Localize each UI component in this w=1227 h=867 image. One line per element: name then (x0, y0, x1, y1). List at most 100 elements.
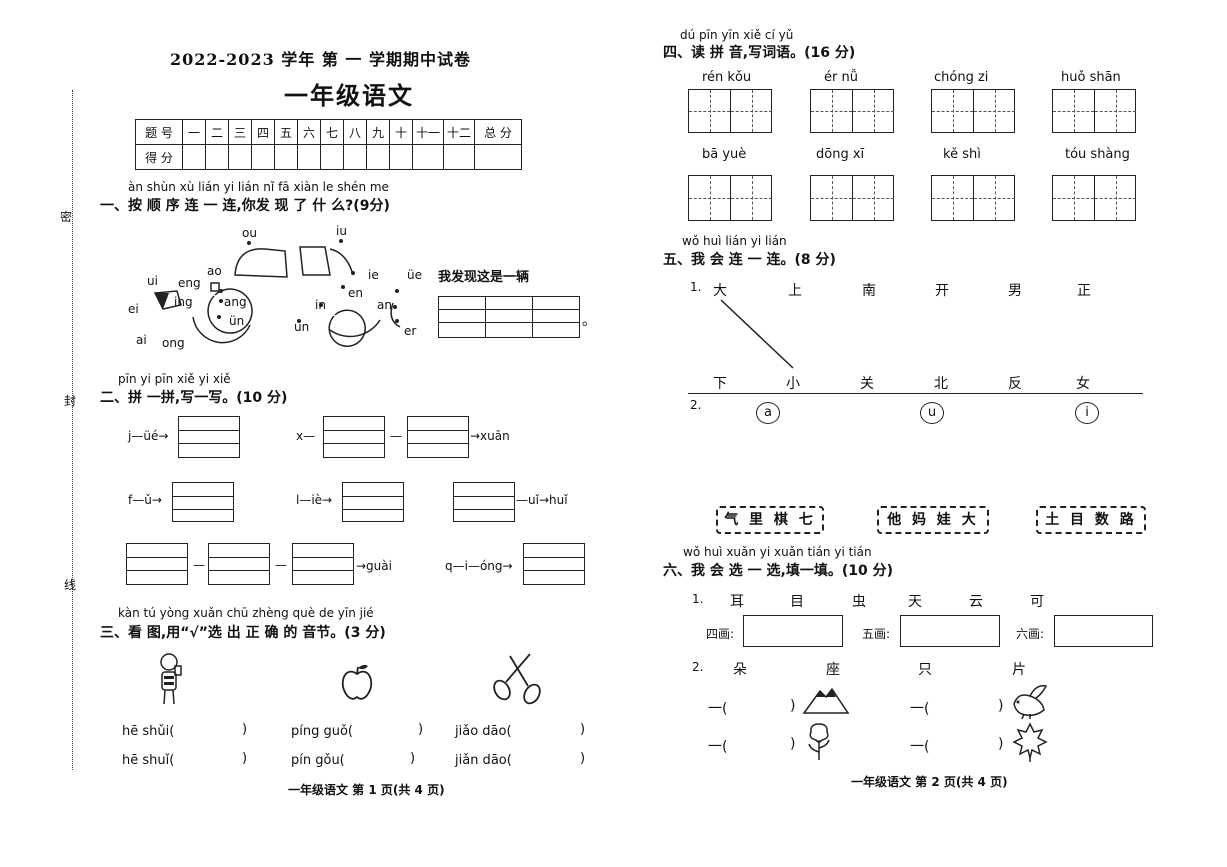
q6-answer-box-4[interactable] (743, 615, 843, 647)
q4-word-keshi: kě shì (943, 147, 981, 162)
q2-item-qiong: q—i—óng→ (445, 559, 513, 573)
q1-label-er: er (404, 324, 417, 338)
q3-close: ) (242, 722, 248, 737)
q6-blank-open: 一( (910, 701, 930, 717)
wheel-left (207, 288, 253, 334)
tianzige-box[interactable] (1052, 175, 1136, 221)
q4-word-toushang: tóu shàng (1065, 147, 1130, 162)
q1-label-ue: üe (407, 268, 422, 282)
tianzige-box[interactable] (688, 89, 772, 133)
q5-bottom-char: 小 (786, 376, 800, 392)
tianzige-box[interactable] (688, 175, 772, 221)
q6-char: 可 (1030, 594, 1044, 610)
tianzige-box[interactable] (931, 175, 1015, 221)
q2-write-box[interactable] (178, 416, 240, 458)
drinking-person-image (160, 653, 182, 705)
q6-measure-char: 朵 (733, 662, 747, 678)
q5-top-char: 上 (788, 283, 802, 299)
score-cell[interactable] (205, 144, 229, 170)
score-header: 十 (389, 119, 413, 145)
q1-label-in: in (315, 298, 326, 312)
q6-answer-box-6[interactable] (1054, 615, 1153, 647)
tianzige-box[interactable] (931, 89, 1015, 133)
tianzige-box[interactable] (810, 175, 894, 221)
q6-answer-box-5[interactable] (900, 615, 1000, 647)
subject-title: 一年级语文 (284, 81, 414, 110)
q2-write-box[interactable] (208, 543, 270, 585)
wheel-arc-right (329, 319, 381, 338)
score-cell[interactable] (443, 144, 475, 170)
q6-stroke-label-4: 四画: (706, 627, 735, 641)
q6-pinyin: wǒ huì xuǎn yi xuǎn tián yi tián (683, 545, 872, 559)
score-cell[interactable] (297, 144, 321, 170)
q4-title: 四、读 拼 音,写词语。(16 分) (663, 45, 856, 61)
score-header: 六 (297, 119, 321, 145)
q1-answer-prompt: 我发现这是一辆 (438, 270, 530, 285)
score-cell[interactable] (182, 144, 206, 170)
q2-write-box[interactable] (292, 543, 354, 585)
q2-write-box[interactable] (126, 543, 188, 585)
side-xian: 线 (64, 578, 77, 592)
q6-blank-close: ) (998, 698, 1004, 714)
score-cell[interactable] (474, 144, 522, 170)
q1-label-ai: ai (136, 333, 147, 347)
score-header: 七 (320, 119, 344, 145)
score-cell[interactable] (412, 144, 444, 170)
score-cell[interactable] (274, 144, 298, 170)
q5-bottom-char: 关 (860, 376, 874, 392)
q5-top-char: 南 (862, 283, 876, 299)
q4-word-huoshan: huǒ shān (1061, 70, 1121, 85)
q1-label-eng: eng (178, 276, 201, 290)
q1-label-ong: ong (162, 336, 185, 350)
q2-write-box[interactable] (453, 482, 515, 522)
score-cell[interactable] (228, 144, 252, 170)
q4-word-dongxi: dōng xī (816, 147, 865, 162)
q2-write-box[interactable] (323, 416, 385, 458)
q3-close: ) (242, 751, 248, 766)
q1-answer-grid[interactable] (438, 296, 580, 338)
tianzige-box[interactable] (1052, 89, 1136, 133)
q5-word-box-2: 他 妈 娃 大 (877, 506, 989, 534)
car-window-right (299, 246, 331, 276)
q5-divider (688, 393, 1143, 394)
q2-dash: — (193, 558, 205, 572)
score-row-label: 得 分 (135, 144, 183, 170)
q2-write-box[interactable] (342, 482, 404, 522)
score-cell[interactable] (389, 144, 413, 170)
q2-write-box[interactable] (172, 482, 234, 522)
tianzige-box[interactable] (810, 89, 894, 133)
q2-write-box[interactable] (407, 416, 469, 458)
q1-label-iu: iu (336, 224, 347, 238)
q6-char: 云 (969, 594, 983, 610)
bird-image (1013, 684, 1048, 720)
q5-bottom-char: 北 (934, 376, 948, 392)
car-front-fill (155, 293, 169, 309)
wheel-arc-left (192, 316, 251, 344)
score-cell[interactable] (343, 144, 367, 170)
q1-label-ing: ing (174, 295, 193, 309)
q5-pinyin: wǒ huì lián yi lián (682, 234, 787, 248)
q1-label-ie: ie (368, 268, 379, 282)
q5-bottom-char: 女 (1076, 376, 1090, 392)
q3-close: ) (418, 722, 424, 737)
score-cell[interactable] (320, 144, 344, 170)
q1-label-ui: ui (147, 274, 158, 288)
q2-item-guai: →guài (356, 559, 392, 573)
car-roof (329, 248, 354, 276)
q6-stroke-label-5: 五画: (862, 627, 891, 641)
q5-number-2: 2. (690, 398, 702, 412)
q1-pinyin: àn shùn xù lián yi lián nǐ fā xiàn le sh… (128, 180, 389, 194)
score-cell[interactable] (251, 144, 275, 170)
q2-write-box[interactable] (523, 543, 585, 585)
q6-blank-close: ) (790, 698, 796, 714)
q1-label-en: en (348, 286, 363, 300)
score-cell[interactable] (366, 144, 390, 170)
score-header: 十二 (443, 119, 475, 145)
q4-word-ernu: ér nǚ (824, 70, 858, 85)
q5-word-box-1: 气 里 棋 七 (716, 506, 824, 534)
q1-label-ang: ang (224, 295, 247, 309)
q2-item-xuan: →xuān (470, 429, 510, 443)
exam-title: 2022-2023 学年 第 一 学期期中试卷 (170, 50, 471, 69)
q3-option-ping-guo: píng guǒ( (291, 724, 354, 739)
q6-measure-char: 只 (918, 662, 932, 678)
